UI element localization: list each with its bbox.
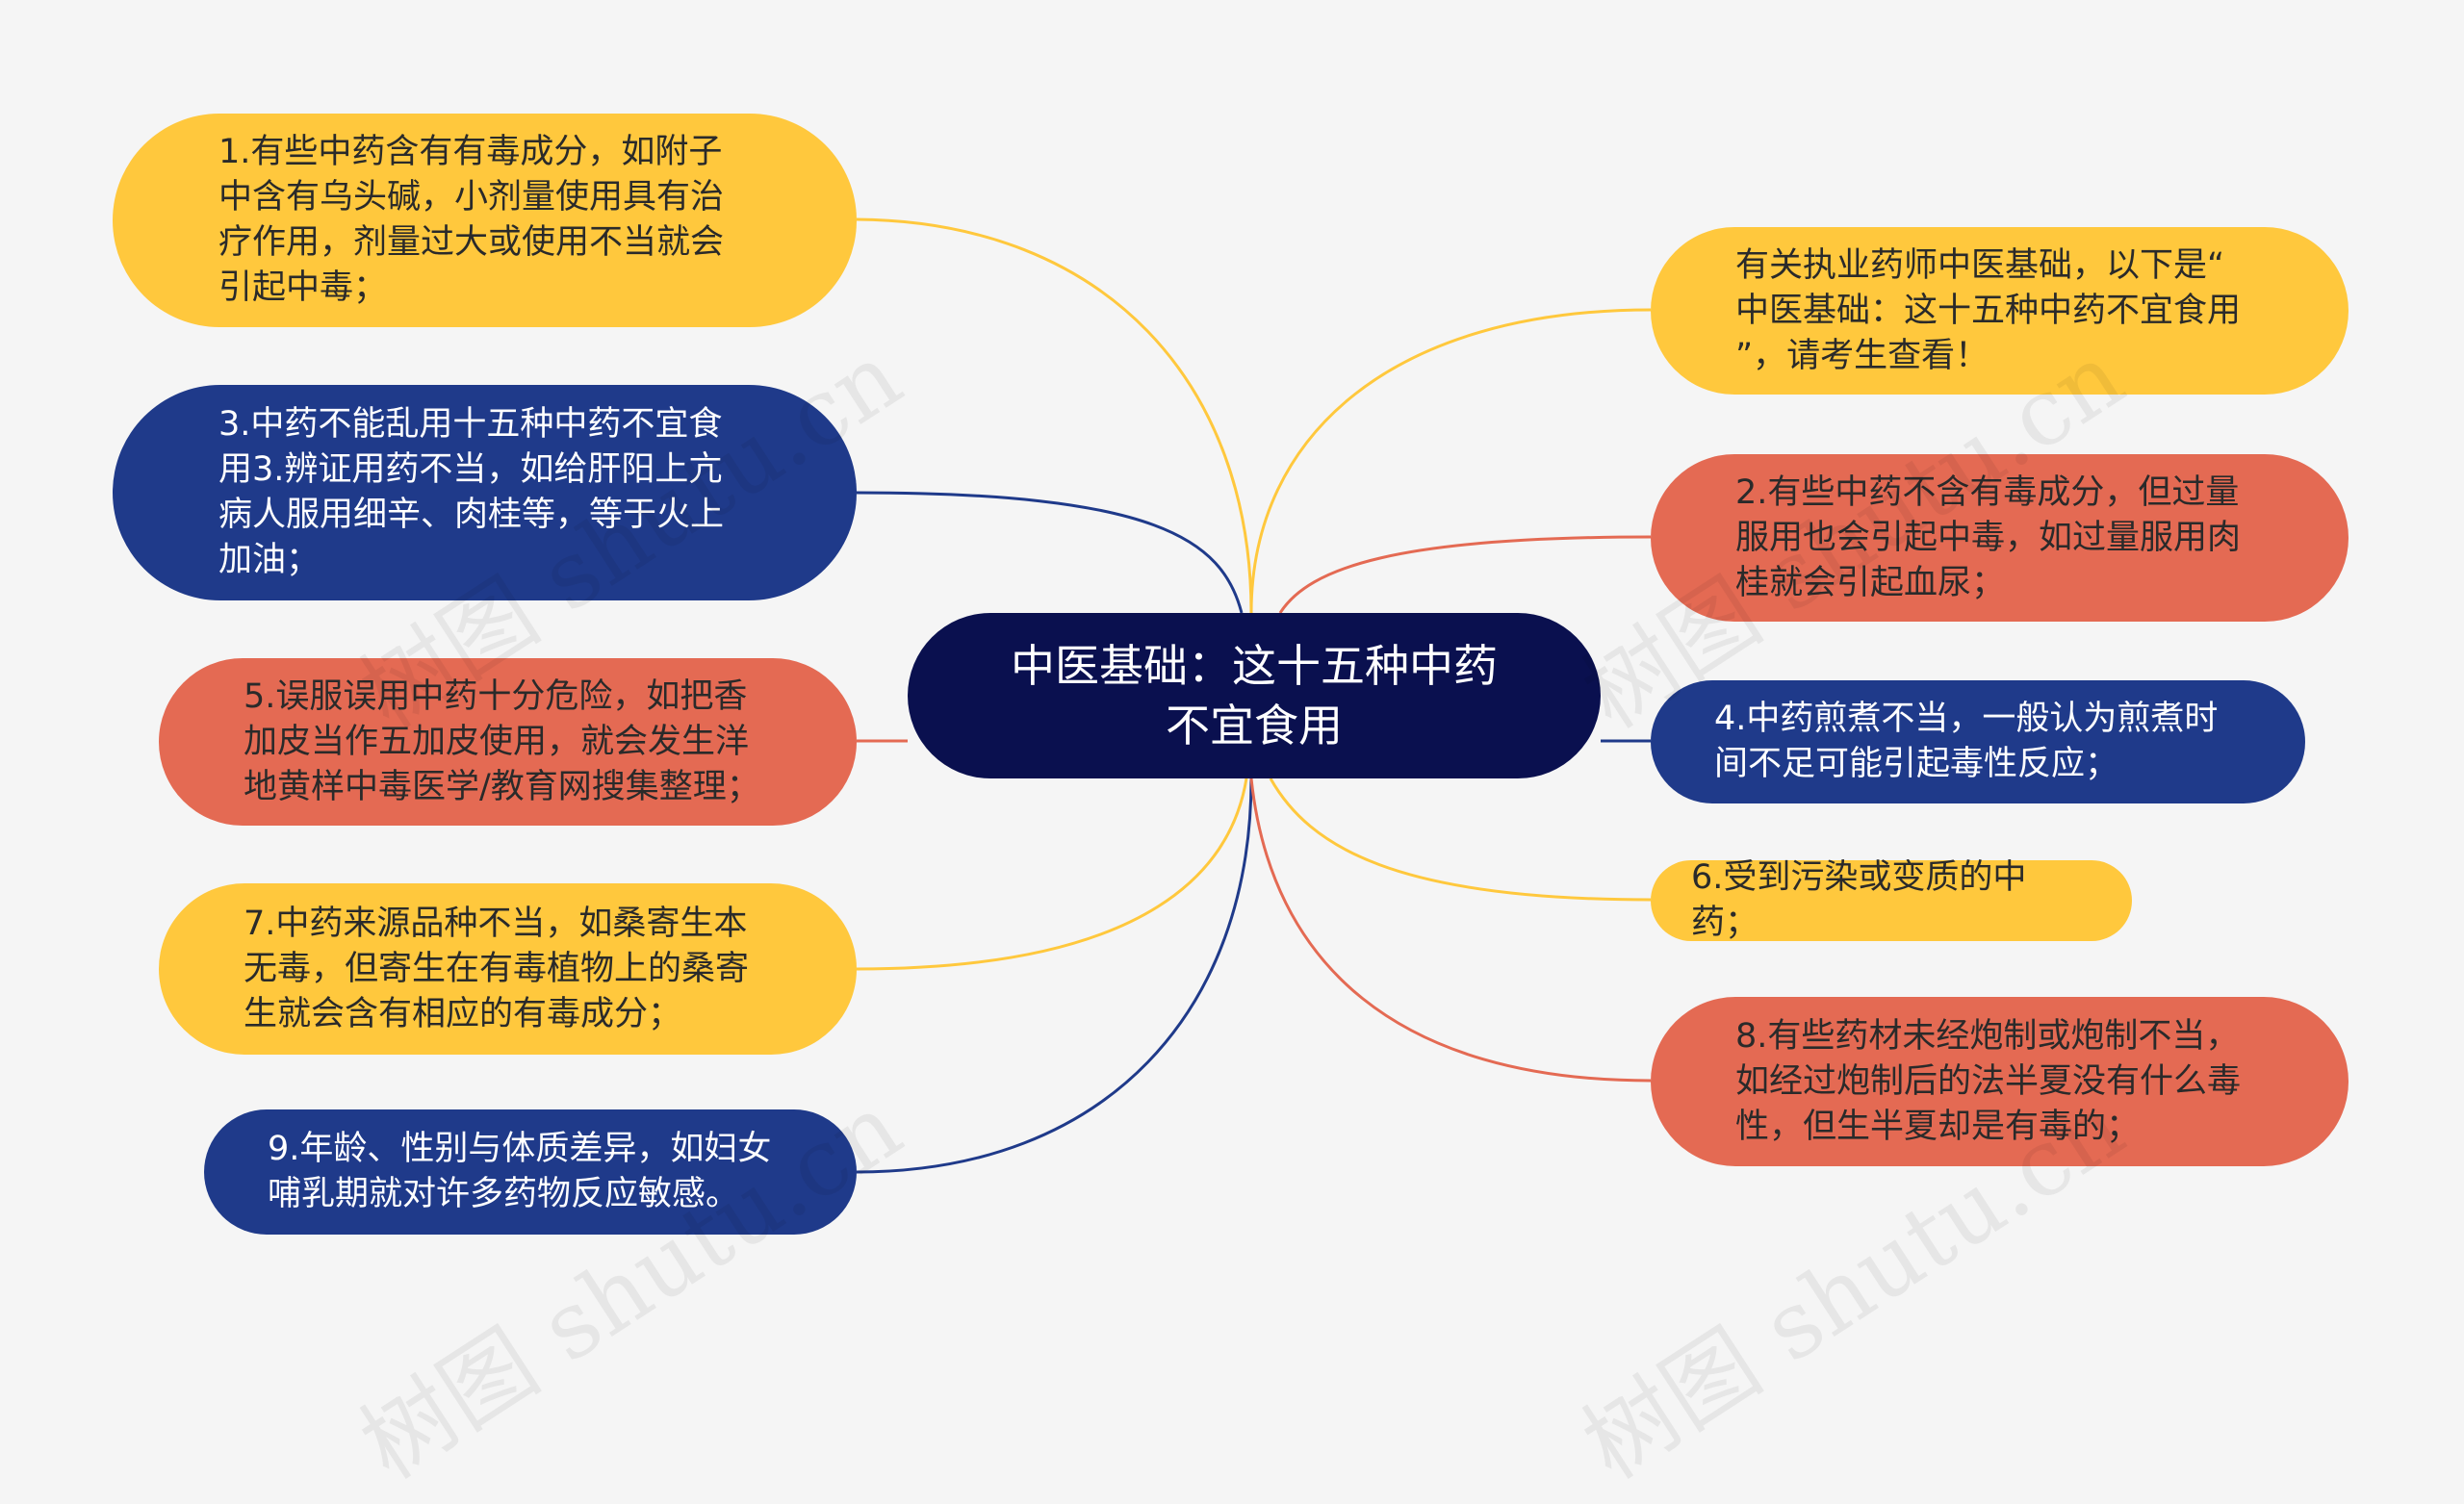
node-9-label: 9.年龄、性别与体质差异，如妇女 哺乳期就对许多药物反应敏感。: [268, 1130, 772, 1213]
connector-n0: [1249, 308, 1652, 614]
node-1[interactable]: 1.有些中药含有有毒成分，如附子 中含有乌头碱，小剂量使用具有治 疗作用，剂量过…: [113, 114, 857, 327]
connector-lines: [856, 217, 1652, 1174]
central-topic[interactable]: 中医基础：这十五种中药 不宜食用: [908, 613, 1601, 778]
node-9[interactable]: 9.年龄、性别与体质差异，如妇女 哺乳期就对许多药物反应敏感。: [204, 1109, 857, 1235]
node-3-label: 3.中药不能乱用十五种中药不宜食 用3.辨证用药不当，如给肝阳上亢 病人服用细辛…: [218, 405, 725, 579]
node-3[interactable]: 3.中药不能乱用十五种中药不宜食 用3.辨证用药不当，如给肝阳上亢 病人服用细辛…: [113, 385, 857, 600]
node-8-label: 8.有些药材未经炮制或炮制不当， 如经过炮制后的法半夏没有什么毒 性，但生半夏却…: [1735, 1016, 2242, 1146]
connector-n8: [1249, 777, 1652, 1083]
node-2[interactable]: 2.有些中药不含有毒成分，但过量 服用也会引起中毒，如过量服用肉 桂就会引起血尿…: [1651, 454, 2348, 622]
node-8[interactable]: 8.有些药材未经炮制或炮制不当， 如经过炮制后的法半夏没有什么毒 性，但生半夏却…: [1651, 997, 2348, 1166]
node-1-label: 1.有些中药含有有毒成分，如附子 中含有乌头碱，小剂量使用具有治 疗作用，剂量过…: [218, 133, 725, 307]
connector-n2: [1278, 535, 1652, 614]
connector-n1: [856, 217, 1253, 614]
node-7-label: 7.中药来源品种不当，如桑寄生本 无毒，但寄生在有毒植物上的桑寄 生就会含有相应…: [244, 904, 750, 1033]
node-4[interactable]: 4.中药煎煮不当，一般认为煎煮时 间不足可能引起毒性反应；: [1651, 680, 2305, 803]
node-6[interactable]: 6.受到污染或变质的中药；: [1651, 858, 2132, 942]
node-0[interactable]: 有关执业药师中医基础，以下是“ 中医基础：这十五种中药不宜食用 ”，请考生查看！: [1651, 227, 2348, 395]
node-0-label: 有关执业药师中医基础，以下是“ 中医基础：这十五种中药不宜食用 ”，请考生查看！: [1735, 245, 2242, 375]
connector-n7: [856, 777, 1248, 971]
connector-n6: [1269, 777, 1652, 902]
node-2-label: 2.有些中药不含有毒成分，但过量 服用也会引起中毒，如过量服用肉 桂就会引起血尿…: [1735, 472, 2242, 602]
node-6-label: 6.受到污染或变质的中药；: [1691, 858, 2027, 942]
node-4-label: 4.中药煎煮不当，一般认为煎煮时 间不足可能引起毒性反应；: [1714, 700, 2219, 783]
connector-n3: [856, 491, 1244, 614]
node-5[interactable]: 5.误服误用中药十分危险，如把香 加皮当作五加皮使用，就会发生洋 地黄样中毒医学…: [159, 658, 857, 826]
central-topic-label: 中医基础：这十五种中药 不宜食用: [1011, 640, 1498, 752]
connector-n9: [856, 777, 1253, 1174]
node-7[interactable]: 7.中药来源品种不当，如桑寄生本 无毒，但寄生在有毒植物上的桑寄 生就会含有相应…: [159, 883, 857, 1055]
node-5-label: 5.误服误用中药十分危险，如把香 加皮当作五加皮使用，就会发生洋 地黄样中毒医学…: [244, 676, 760, 806]
